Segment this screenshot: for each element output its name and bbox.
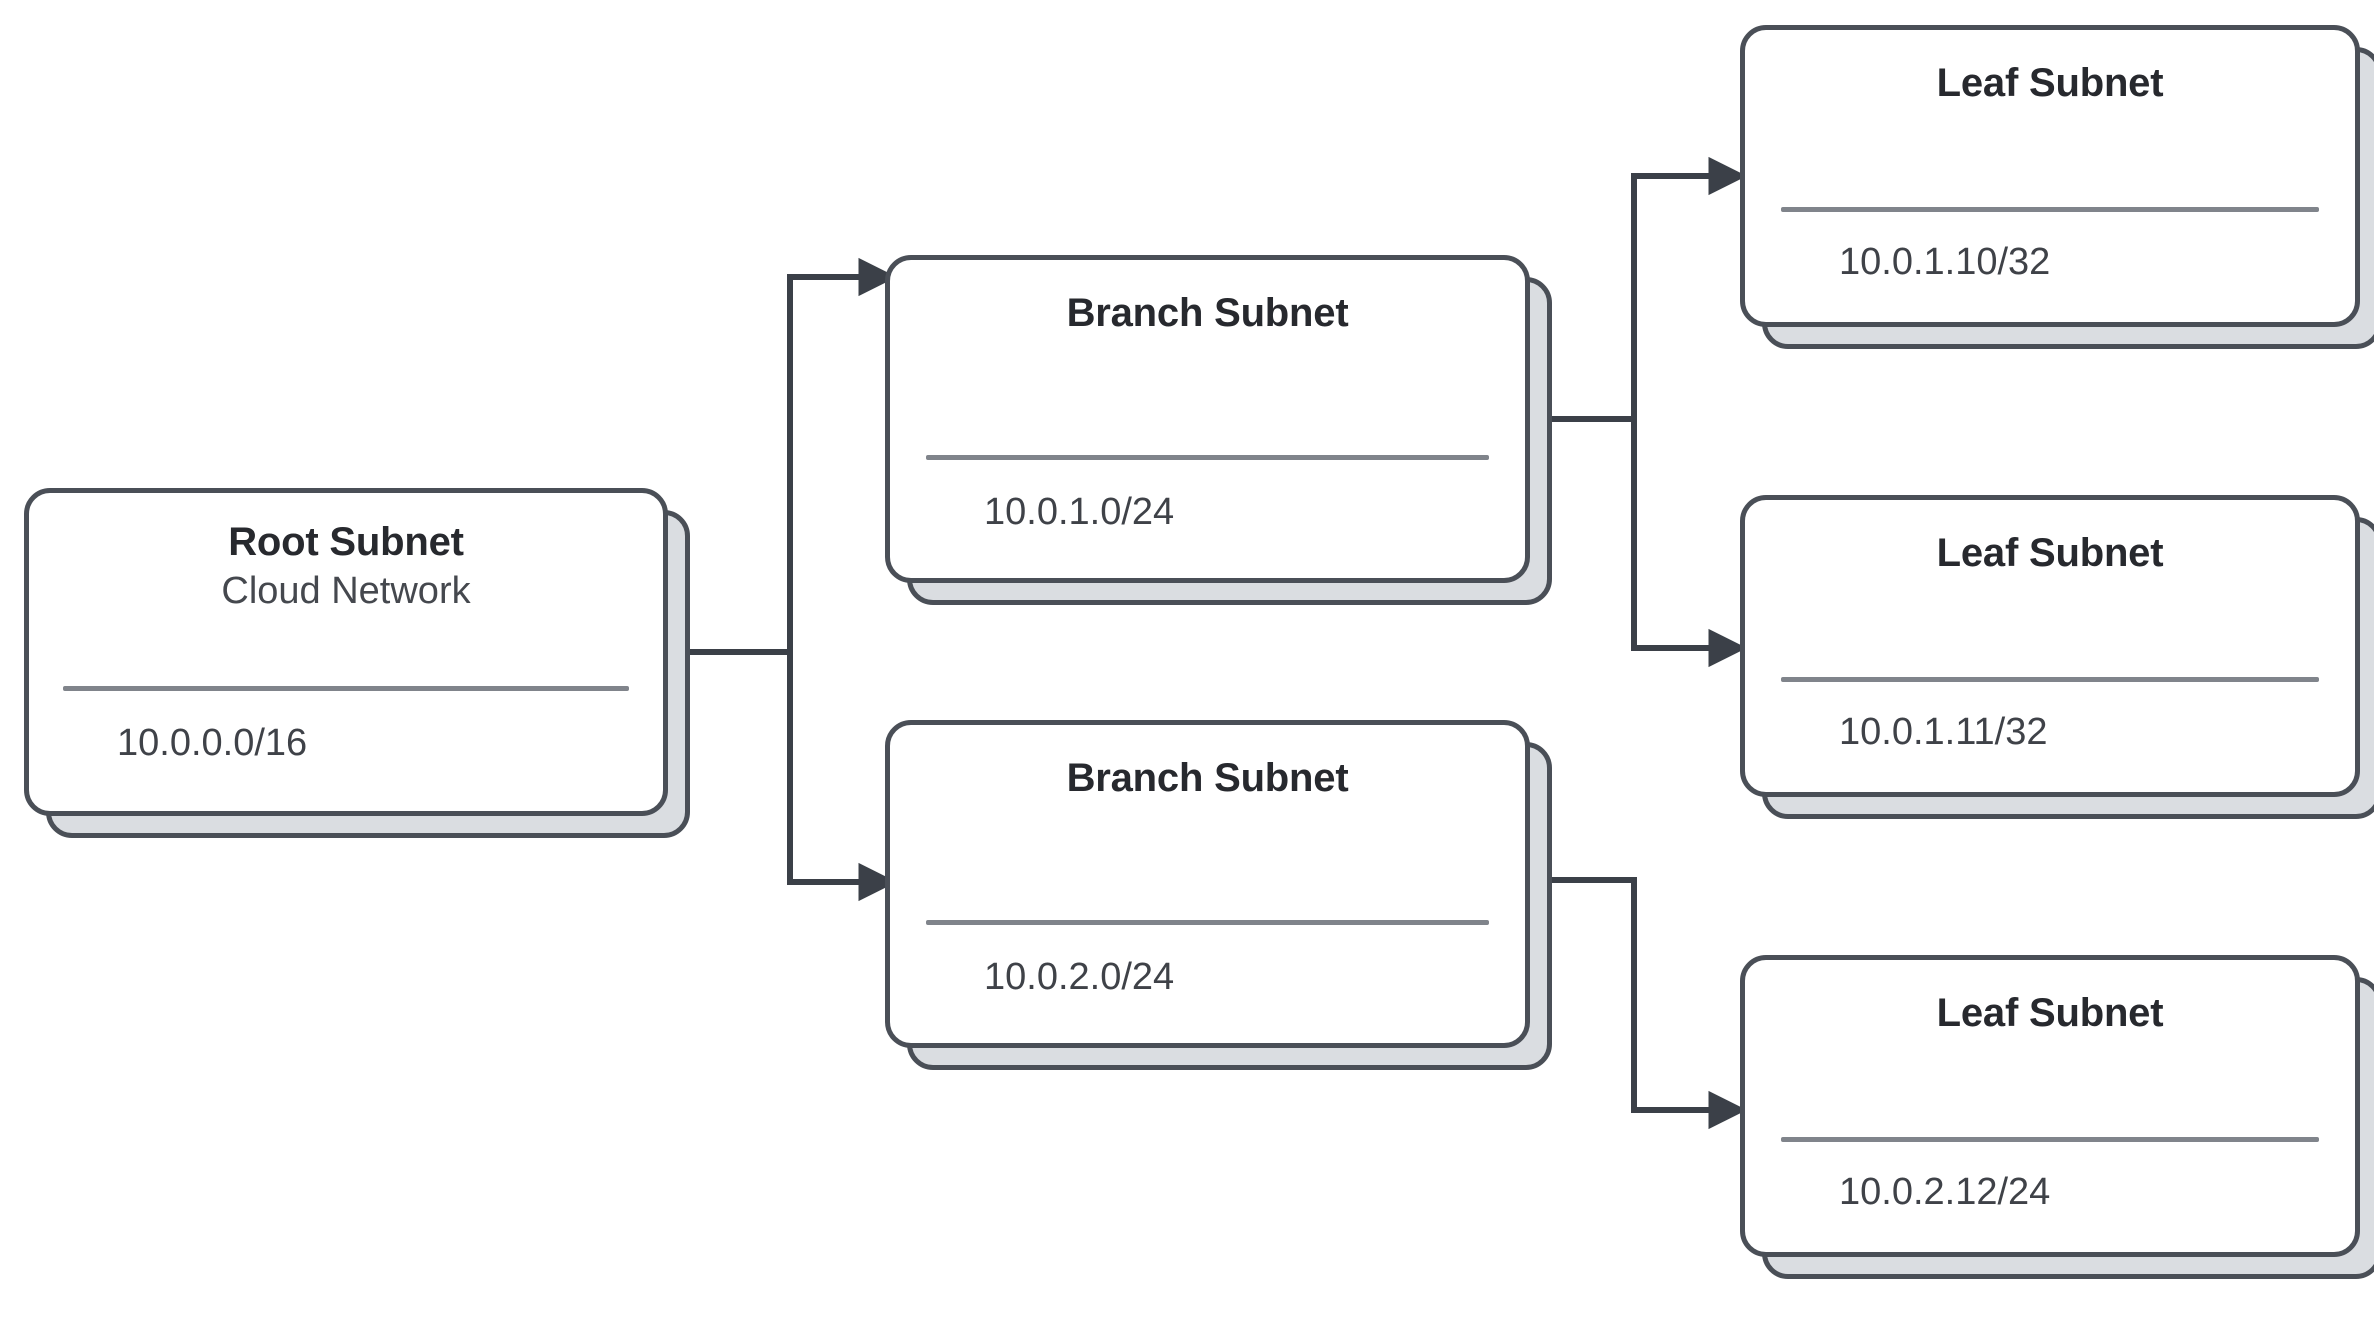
card-divider <box>926 455 1489 461</box>
card-divider <box>1781 1137 2319 1143</box>
card-gap <box>1745 682 2355 710</box>
card-divider <box>63 686 629 692</box>
node-leaf-subnet-3[interactable]: Leaf Subnet 10.0.2.12/24 <box>1740 955 2374 1279</box>
node-cidr-value: 10.0.0.0/16 <box>117 722 308 765</box>
card-spacer <box>1745 577 2355 677</box>
node-leaf-subnet-2[interactable]: Leaf Subnet 10.0.1.11/32 <box>1740 495 2374 819</box>
card-face[interactable]: Root Subnet Cloud Network 10.0.0.0/16 <box>24 488 668 816</box>
node-title: Branch Subnet <box>1066 291 1349 335</box>
card-gap <box>890 460 1525 490</box>
node-title: Leaf Subnet <box>1936 991 2164 1035</box>
edge-branch1-to-leaf1 <box>1532 156 1747 422</box>
card-gap <box>29 691 663 721</box>
edge-root-to-branch2 <box>672 649 897 902</box>
card-divider <box>926 920 1489 926</box>
card-bottom-pad <box>1745 286 2355 322</box>
card-bottom-pad <box>1745 1216 2355 1252</box>
card-bottom-pad <box>890 536 1525 578</box>
card-header: Leaf Subnet <box>1745 960 2355 1037</box>
card-gap <box>1745 1142 2355 1170</box>
card-spacer <box>890 337 1525 455</box>
node-title: Leaf Subnet <box>1936 531 2164 575</box>
node-branch-subnet-1[interactable]: Branch Subnet 10.0.1.0/24 <box>885 255 1552 605</box>
node-branch-subnet-2[interactable]: Branch Subnet 10.0.2.0/24 <box>885 720 1552 1070</box>
card-face[interactable]: Leaf Subnet 10.0.1.11/32 <box>1740 495 2360 797</box>
card-gap <box>1745 212 2355 240</box>
edge-branch1-to-leaf2 <box>1532 416 1747 668</box>
node-title: Leaf Subnet <box>1936 61 2164 105</box>
card-header: Leaf Subnet <box>1745 30 2355 107</box>
node-subtitle: Cloud Network <box>221 570 471 613</box>
card-face[interactable]: Branch Subnet 10.0.1.0/24 <box>885 255 1530 583</box>
card-header: Leaf Subnet <box>1745 500 2355 577</box>
card-spacer <box>1745 1037 2355 1137</box>
card-header: Root Subnet Cloud Network <box>29 493 663 615</box>
node-cidr-value: 10.0.2.12/24 <box>1839 1171 2051 1214</box>
card-face[interactable]: Leaf Subnet 10.0.1.10/32 <box>1740 25 2360 327</box>
card-divider <box>1781 207 2319 213</box>
card-header: Branch Subnet <box>890 725 1525 802</box>
card-spacer <box>890 802 1525 920</box>
card-header: Branch Subnet <box>890 260 1525 337</box>
card-spacer <box>1745 107 2355 207</box>
card-bottom-pad <box>890 1001 1525 1043</box>
card-divider <box>1781 677 2319 683</box>
node-leaf-subnet-1[interactable]: Leaf Subnet 10.0.1.10/32 <box>1740 25 2374 349</box>
node-title: Root Subnet <box>228 520 464 564</box>
card-face[interactable]: Branch Subnet 10.0.2.0/24 <box>885 720 1530 1048</box>
node-root-subnet[interactable]: Root Subnet Cloud Network 10.0.0.0/16 <box>24 488 690 838</box>
card-bottom-pad <box>29 767 663 811</box>
card-spacer <box>29 615 663 687</box>
node-title: Branch Subnet <box>1066 756 1349 800</box>
node-cidr-value: 10.0.1.0/24 <box>984 491 1175 534</box>
card-face[interactable]: Leaf Subnet 10.0.2.12/24 <box>1740 955 2360 1257</box>
node-cidr-value: 10.0.1.10/32 <box>1839 241 2051 284</box>
card-bottom-pad <box>1745 756 2355 792</box>
edge-root-to-branch1 <box>672 257 897 655</box>
card-gap <box>890 925 1525 955</box>
node-cidr-value: 10.0.1.11/32 <box>1839 711 2048 754</box>
node-cidr-value: 10.0.2.0/24 <box>984 956 1175 999</box>
